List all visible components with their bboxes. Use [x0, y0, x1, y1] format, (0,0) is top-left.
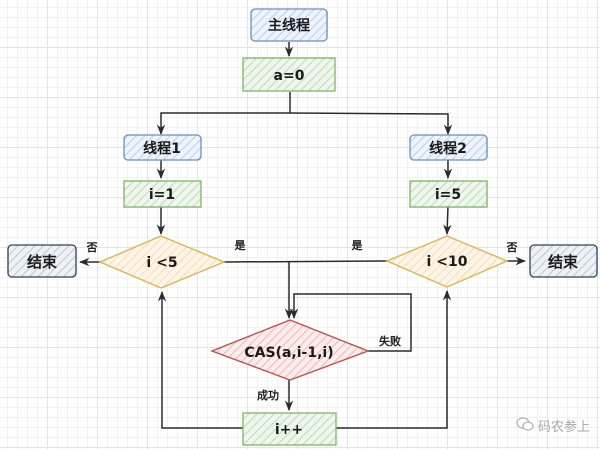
- svg-text:a=0: a=0: [274, 68, 305, 84]
- watermark-text: 码农参上: [537, 420, 590, 435]
- svg-text:CAS(a,i-1,i): CAS(a,i-1,i): [244, 345, 333, 361]
- edge-cas-fail-loop: [289, 293, 412, 352]
- node-main-thread: 主线程: [250, 8, 328, 42]
- node-init-i2: i=5: [409, 180, 488, 208]
- svg-text:线程2: 线程2: [429, 140, 467, 157]
- wechat-icon: [516, 416, 534, 435]
- edge-incr-to-cond2: [336, 289, 452, 429]
- node-cond2: i <10: [385, 235, 509, 288]
- svg-text:结束: 结束: [27, 253, 58, 271]
- svg-text:线程1: 线程1: [143, 140, 181, 157]
- node-cas: CAS(a,i-1,i): [210, 319, 370, 381]
- edge-label-cas-fail: 失败: [379, 334, 401, 348]
- edge-label-cond2-yes: 是: [351, 239, 364, 252]
- svg-text:i=1: i=1: [149, 187, 175, 203]
- svg-text:i <10: i <10: [427, 254, 468, 270]
- edge-split-left: [156, 112, 290, 136]
- edge-cond1-yes: [223, 260, 388, 263]
- svg-text:i=5: i=5: [435, 187, 461, 203]
- node-thread1: 线程1: [123, 134, 202, 161]
- edge-label-cond2-no: 否: [506, 241, 518, 254]
- edge-i2-to-cond2: [443, 205, 452, 236]
- node-incr: i++: [242, 412, 337, 446]
- edge-label-cond1-yes: 是: [234, 239, 247, 252]
- edge-label-cond1-no: 否: [86, 241, 98, 254]
- svg-text:主线程: 主线程: [268, 17, 310, 34]
- node-thread2: 线程2: [409, 134, 488, 161]
- node-init-i1: i=1: [123, 180, 202, 208]
- node-end2: 结束: [529, 244, 598, 278]
- svg-text:i <5: i <5: [146, 255, 177, 271]
- edge-split-right: [289, 112, 453, 136]
- svg-text:结束: 结束: [548, 253, 579, 271]
- edge-incr-to-cond1: [157, 290, 244, 429]
- edge-label-cas-success: 成功: [257, 388, 279, 402]
- node-end1: 结束: [7, 244, 77, 278]
- node-cond1: i <5: [98, 235, 226, 289]
- node-init-a: a=0: [242, 57, 336, 92]
- watermark: 码农参上: [516, 416, 590, 435]
- svg-text:i++: i++: [275, 422, 303, 438]
